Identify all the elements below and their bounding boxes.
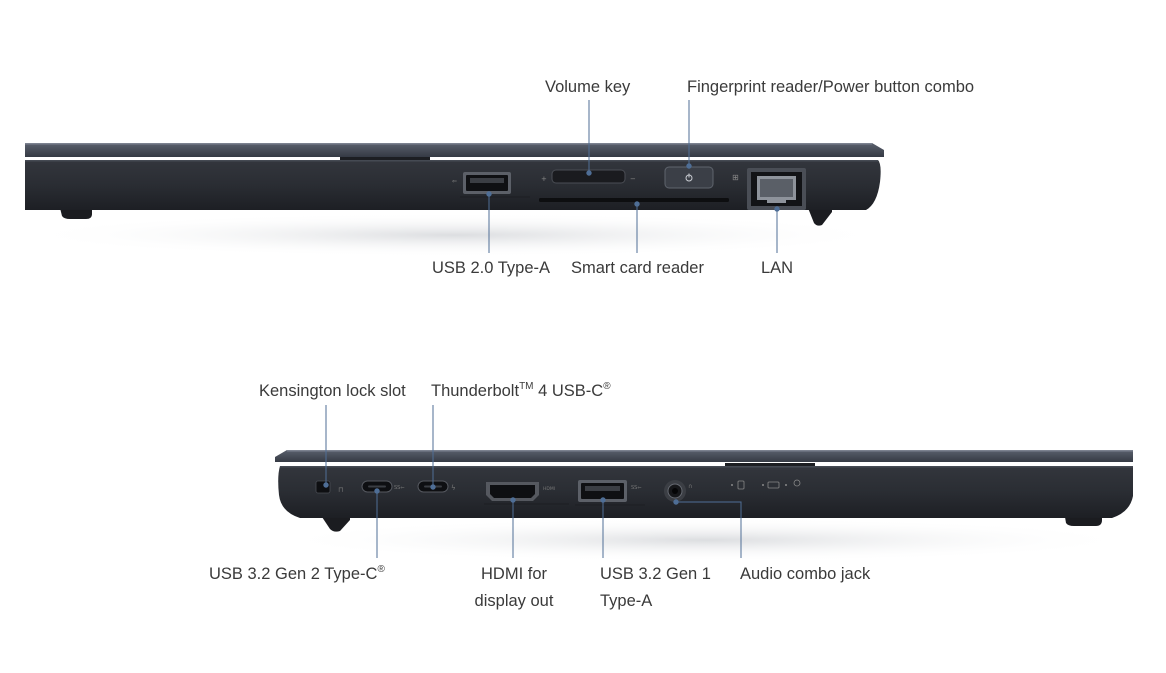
leader-lines xyxy=(323,100,780,558)
usb20-type-a-label: USB 2.0 Type-A xyxy=(432,259,551,277)
lid-hinge xyxy=(340,157,430,160)
thunderbolt-label: ThunderboltTM 4 USB-C® xyxy=(431,378,611,405)
usb-c-port: SS⇐ xyxy=(361,480,405,493)
svg-text:⊞: ⊞ xyxy=(732,173,739,182)
svg-text:HDMI: HDMI xyxy=(543,486,555,492)
svg-text:∩: ∩ xyxy=(688,483,692,490)
registered-mark: ® xyxy=(603,381,611,392)
hdmi-label: HDMI for display out xyxy=(463,561,565,615)
rubber-foot xyxy=(322,517,350,532)
usb32-gen2-text: USB 3.2 Gen 2 Type-C xyxy=(209,565,378,583)
shadow xyxy=(15,213,895,257)
hdmi-label-line2: display out xyxy=(474,592,554,610)
status-led-icons xyxy=(731,479,801,490)
usb32-gen1-label-line1: USB 3.2 Gen 1 xyxy=(600,565,711,583)
thunderbolt-text-rest: 4 USB-C xyxy=(533,382,604,400)
laptop-right-side: ⇐ + − ⊞ xyxy=(15,143,895,257)
shadow xyxy=(270,518,1140,562)
svg-text:ϟ: ϟ xyxy=(451,484,456,492)
chassis xyxy=(278,466,1133,518)
hdmi-label-line1: HDMI for xyxy=(481,565,547,583)
registered-mark: ® xyxy=(377,564,385,575)
rubber-foot xyxy=(60,208,92,219)
audio-jack: ∩ xyxy=(664,480,692,502)
hdmi-port: HDMI xyxy=(484,482,569,505)
rubber-foot xyxy=(1065,517,1102,526)
svg-text:+: + xyxy=(541,175,547,183)
svg-text:−: − xyxy=(630,175,636,183)
svg-text:⇐: ⇐ xyxy=(452,178,457,185)
lan-label: LAN xyxy=(761,259,794,277)
smart-card-slot xyxy=(539,198,729,202)
svg-text:⊓: ⊓ xyxy=(338,486,343,494)
power-button xyxy=(664,166,714,189)
lid xyxy=(25,143,884,157)
laptop-left-side: ⊓ SS⇐ ϟ HDMI SS⇐ xyxy=(270,450,1140,562)
svg-text:SS⇐: SS⇐ xyxy=(394,485,405,491)
svg-text:SS⇐: SS⇐ xyxy=(631,485,642,491)
usb32-gen2-label: USB 3.2 Gen 2 Type-C® xyxy=(209,561,385,588)
fingerprint-power-label: Fingerprint reader/Power button combo xyxy=(687,78,975,96)
lid-hinge xyxy=(725,463,815,466)
lid xyxy=(275,450,1133,462)
usb32-gen1-label: USB 3.2 Gen 1 Type-A xyxy=(600,561,711,615)
usb2-port: ⇐ xyxy=(452,172,530,198)
thunderbolt-text: Thunderbolt xyxy=(431,382,520,400)
audio-combo-jack-label: Audio combo jack xyxy=(740,565,871,583)
kensington-lock-label: Kensington lock slot xyxy=(259,382,406,400)
smart-card-reader-label: Smart card reader xyxy=(571,259,704,277)
trademark-mark: TM xyxy=(519,381,534,392)
usb3-port: SS⇐ xyxy=(575,480,645,506)
rubber-foot xyxy=(808,208,832,226)
volume-key-label: Volume key xyxy=(545,78,631,96)
lan-port: ⊞ xyxy=(732,168,806,210)
usb32-gen1-label-line2: Type-A xyxy=(600,592,653,610)
